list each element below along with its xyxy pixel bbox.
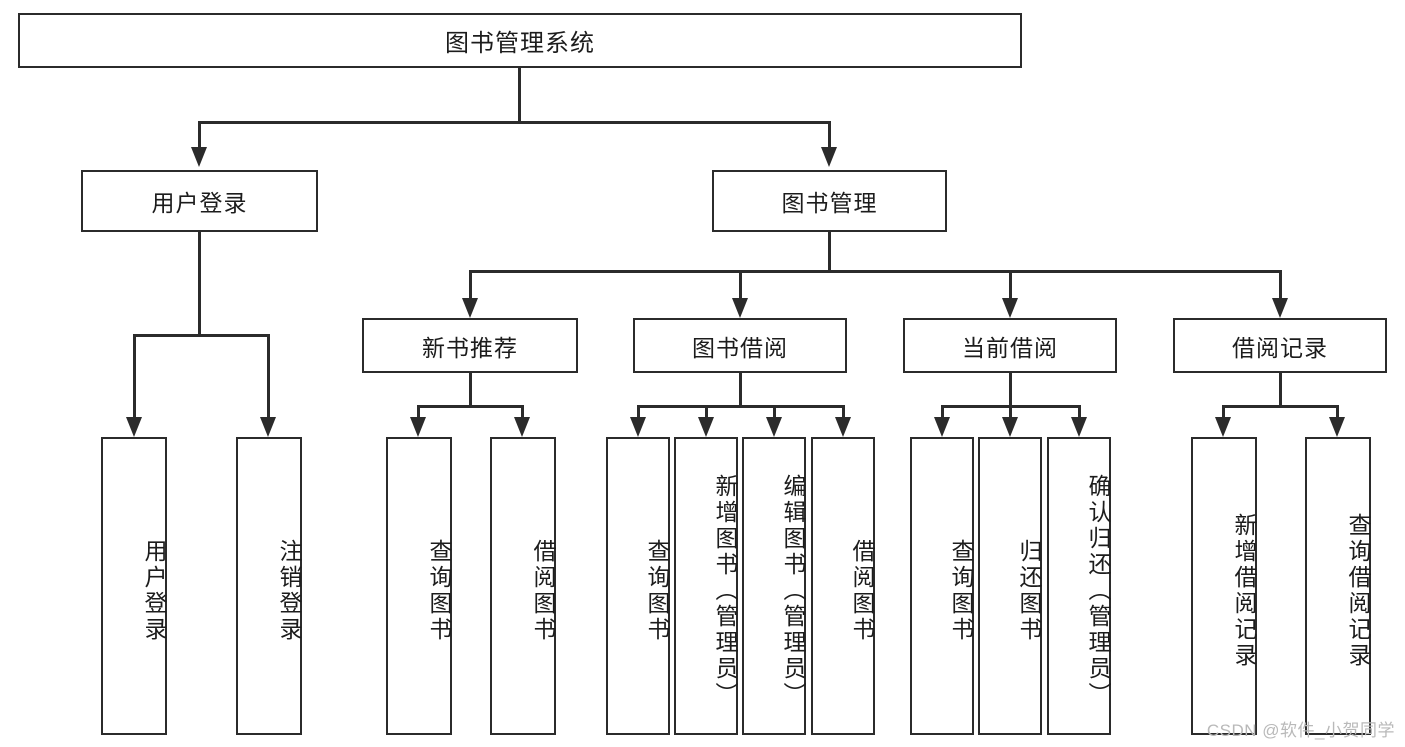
leaf-edit-book-admin[interactable]: 编辑图书（管理员） xyxy=(742,437,806,735)
connector-drop-new-book-recommend xyxy=(469,270,472,298)
connector-drop-current-borrow xyxy=(1009,270,1012,298)
connector-user-login-bus xyxy=(133,334,270,337)
arrow-to-leaf-query-book-3 xyxy=(934,417,950,437)
connector-level2-bus xyxy=(198,121,831,124)
node-root-book-management-system[interactable]: 图书管理系统 xyxy=(18,13,1022,68)
arrow-to-leaf-add-book xyxy=(698,417,714,437)
connector-drop-leaf-query-book-2 xyxy=(637,405,640,419)
connector-drop-borrow-record xyxy=(1279,270,1282,298)
arrow-to-leaf-query-book-2 xyxy=(630,417,646,437)
connector-drop-leaf-add-book xyxy=(705,405,708,419)
arrow-to-leaf-add-record xyxy=(1215,417,1231,437)
leaf-logout-login[interactable]: 注销登录 xyxy=(236,437,302,735)
connector-user-login-stem xyxy=(198,232,201,336)
connector-drop-leaf-query-book-1 xyxy=(417,405,420,419)
arrow-to-new-book-recommend xyxy=(462,298,478,318)
connector-drop-leaf-user-login xyxy=(133,334,136,417)
arrow-to-book-manage xyxy=(821,147,837,167)
arrow-to-leaf-confirm-return xyxy=(1071,417,1087,437)
arrow-to-leaf-borrow-book-2 xyxy=(835,417,851,437)
leaf-user-login[interactable]: 用户登录 xyxy=(101,437,167,735)
connector-new-book-recommend-bus xyxy=(417,405,524,408)
arrow-to-leaf-borrow-book-1 xyxy=(514,417,530,437)
leaf-confirm-return-admin[interactable]: 确认归还（管理员） xyxy=(1047,437,1111,735)
connector-level3-bus xyxy=(469,270,1282,273)
arrow-to-leaf-return-book xyxy=(1002,417,1018,437)
leaf-query-book-current[interactable]: 查询图书 xyxy=(910,437,974,735)
leaf-query-borrow-record[interactable]: 查询借阅记录 xyxy=(1305,437,1371,735)
leaf-query-book-borrow[interactable]: 查询图书 xyxy=(606,437,670,735)
leaf-return-book[interactable]: 归还图书 xyxy=(978,437,1042,735)
leaf-borrow-book-borrow[interactable]: 借阅图书 xyxy=(811,437,875,735)
connector-drop-leaf-confirm-return xyxy=(1078,405,1081,419)
connector-current-borrow-stem xyxy=(1009,373,1012,407)
connector-borrow-record-stem xyxy=(1279,373,1282,407)
connector-borrow-record-bus xyxy=(1222,405,1339,408)
node-current-borrow[interactable]: 当前借阅 xyxy=(903,318,1117,373)
arrow-to-book-borrow xyxy=(732,298,748,318)
connector-book-manage-stem xyxy=(828,232,831,272)
leaf-add-borrow-record[interactable]: 新增借阅记录 xyxy=(1191,437,1257,735)
connector-book-borrow-bus xyxy=(637,405,845,408)
arrow-to-borrow-record xyxy=(1272,298,1288,318)
node-new-book-recommend[interactable]: 新书推荐 xyxy=(362,318,578,373)
connector-root-stem xyxy=(518,68,521,124)
arrow-to-leaf-user-login xyxy=(126,417,142,437)
node-user-login[interactable]: 用户登录 xyxy=(81,170,318,232)
node-book-manage[interactable]: 图书管理 xyxy=(712,170,947,232)
connector-drop-book-borrow xyxy=(739,270,742,298)
csdn-watermark: CSDN @软件_小贺同学 xyxy=(1206,721,1395,740)
connector-drop-leaf-query-record xyxy=(1336,405,1339,419)
connector-level2-drop-book-manage xyxy=(828,121,831,147)
arrow-to-leaf-query-book-1 xyxy=(410,417,426,437)
node-book-borrow[interactable]: 图书借阅 xyxy=(633,318,847,373)
connector-level2-drop-user-login xyxy=(198,121,201,147)
arrow-to-user-login xyxy=(191,147,207,167)
connector-drop-leaf-logout-login xyxy=(267,334,270,417)
connector-drop-leaf-edit-book xyxy=(773,405,776,419)
connector-book-borrow-stem xyxy=(739,373,742,407)
connector-drop-leaf-add-record xyxy=(1222,405,1225,419)
connector-new-book-recommend-stem xyxy=(469,373,472,407)
arrow-to-leaf-logout-login xyxy=(260,417,276,437)
arrow-to-current-borrow xyxy=(1002,298,1018,318)
connector-drop-leaf-return-book xyxy=(1009,405,1012,419)
leaf-borrow-book-recommend[interactable]: 借阅图书 xyxy=(490,437,556,735)
arrow-to-leaf-edit-book xyxy=(766,417,782,437)
connector-drop-leaf-borrow-book-2 xyxy=(842,405,845,419)
leaf-query-book-recommend[interactable]: 查询图书 xyxy=(386,437,452,735)
node-borrow-record[interactable]: 借阅记录 xyxy=(1173,318,1387,373)
connector-drop-leaf-borrow-book-1 xyxy=(521,405,524,419)
connector-drop-leaf-query-book-3 xyxy=(941,405,944,419)
leaf-add-book-admin[interactable]: 新增图书（管理员） xyxy=(674,437,738,735)
arrow-to-leaf-query-record xyxy=(1329,417,1345,437)
